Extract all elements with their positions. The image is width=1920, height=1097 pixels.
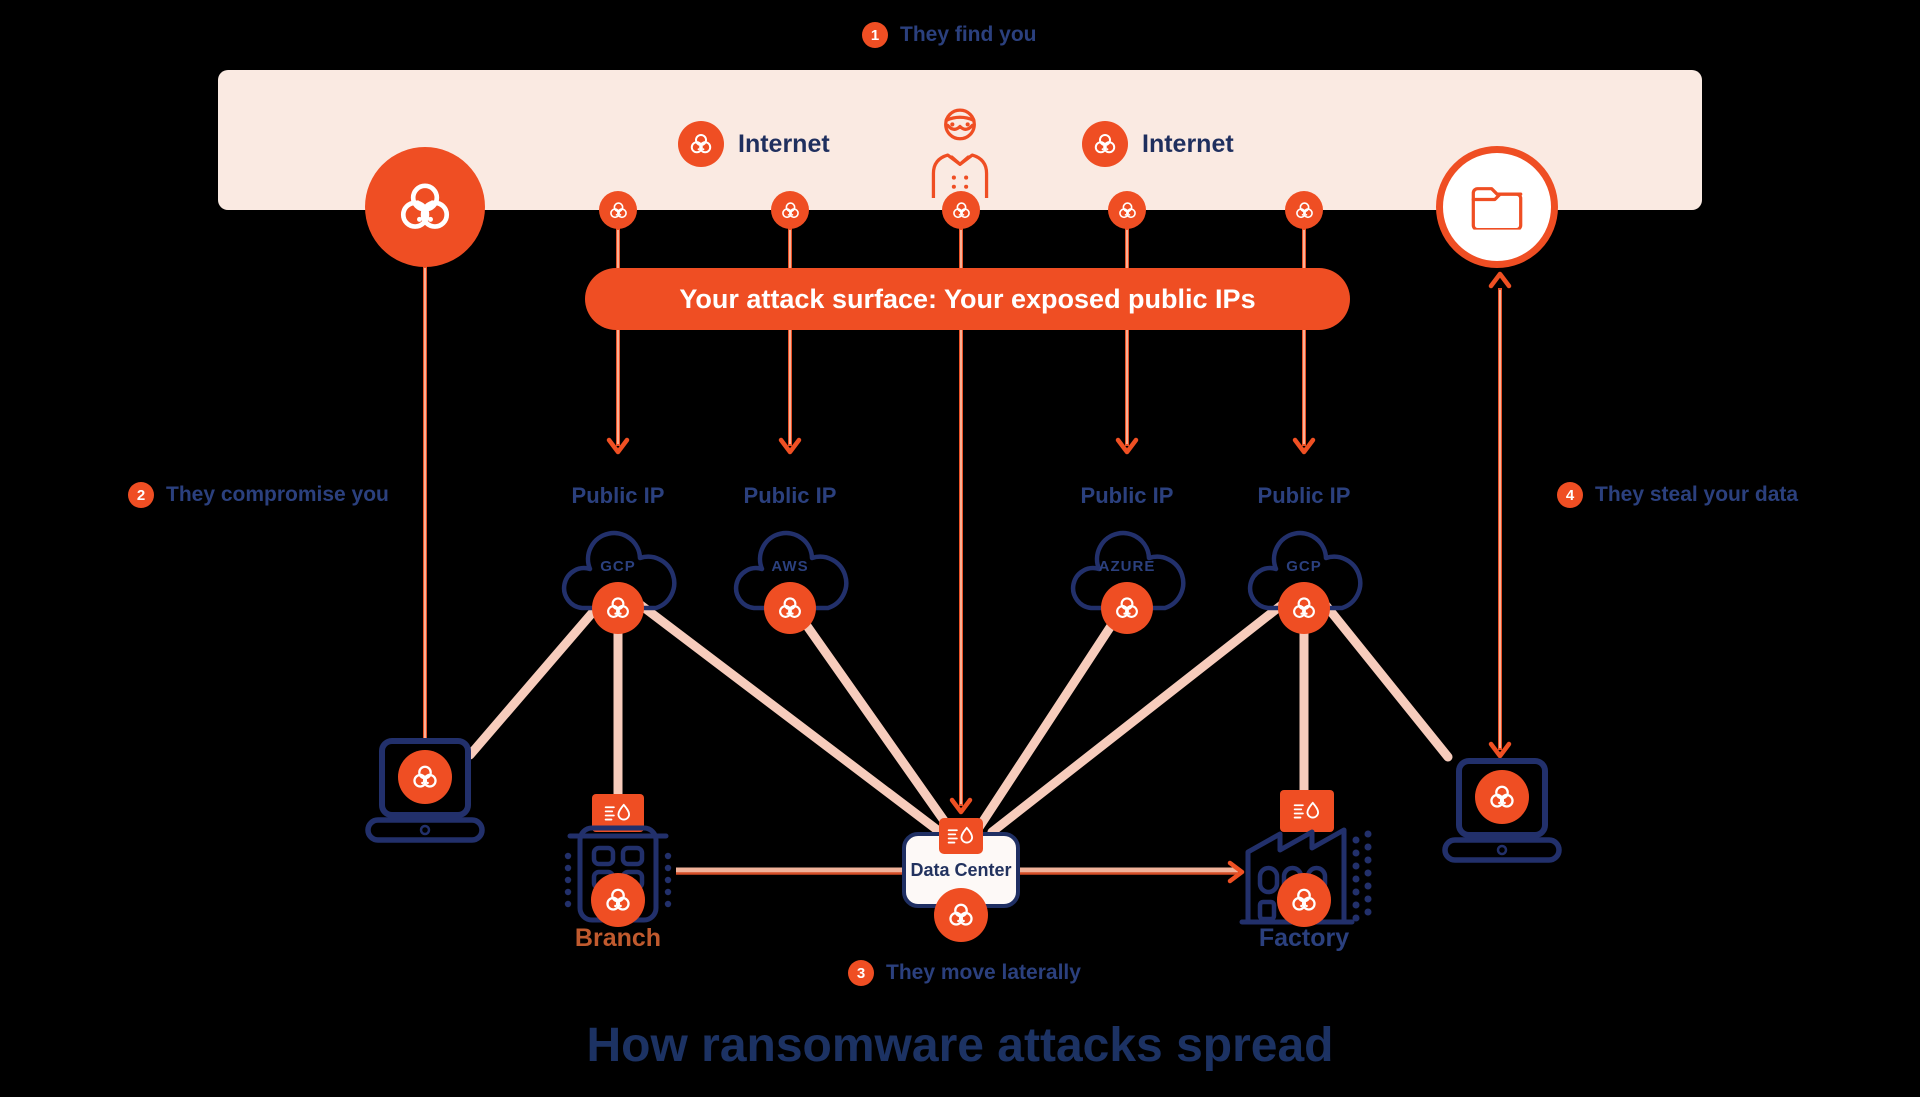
doc-flame-badge-icon bbox=[939, 818, 983, 854]
laptop-icon bbox=[1442, 758, 1562, 863]
internet-right: Internet bbox=[1082, 121, 1234, 167]
cloud-provider-label: AZURE bbox=[1098, 558, 1156, 575]
step-2-text: They compromise you bbox=[166, 483, 389, 506]
biohazard-icon bbox=[599, 191, 637, 229]
cloud-provider-label: GCP bbox=[600, 558, 636, 575]
internet-right-label: Internet bbox=[1142, 129, 1234, 158]
step-3-number-badge: 3 bbox=[848, 960, 874, 986]
biohazard-icon bbox=[678, 121, 724, 167]
step-3-label: 3 They move laterally bbox=[848, 960, 1081, 986]
attacker-biohazard-icon bbox=[365, 147, 485, 267]
step-1-text: They find you bbox=[900, 23, 1037, 46]
step-4-number-badge: 4 bbox=[1557, 482, 1583, 508]
biohazard-icon bbox=[1108, 191, 1146, 229]
biohazard-icon bbox=[1101, 582, 1153, 634]
branch-building-icon bbox=[564, 794, 672, 927]
step-1-label: 1 They find you bbox=[862, 22, 1037, 48]
biohazard-icon bbox=[934, 888, 988, 942]
internet-left: Internet bbox=[678, 121, 830, 167]
public-ip-label-2: Public IP bbox=[743, 483, 837, 508]
scan-lines bbox=[423, 228, 1502, 806]
factory-label: Factory bbox=[1258, 924, 1350, 952]
arrowheads bbox=[606, 271, 1512, 884]
biohazard-icon bbox=[1278, 582, 1330, 634]
public-ip-label-1: Public IP bbox=[571, 483, 665, 508]
step-3-text: They move laterally bbox=[886, 961, 1081, 984]
step-4-label: 4 They steal your data bbox=[1557, 482, 1798, 508]
cloud-gcp-1: GCP bbox=[550, 516, 686, 634]
biohazard-icon bbox=[1082, 121, 1128, 167]
public-ip-label-4: Public IP bbox=[1257, 483, 1351, 508]
attack-surface-text: Your attack surface: Your exposed public… bbox=[679, 283, 1256, 314]
cloud-provider-label: GCP bbox=[1286, 558, 1322, 575]
cloud-gcp-2: GCP bbox=[1236, 516, 1372, 634]
internet-left-label: Internet bbox=[738, 129, 830, 158]
hacker-icon bbox=[924, 104, 996, 198]
biohazard-icon bbox=[771, 191, 809, 229]
laptop-icon bbox=[365, 738, 485, 843]
biohazard-icon bbox=[764, 582, 816, 634]
public-ip-label-3: Public IP bbox=[1080, 483, 1174, 508]
biohazard-icon bbox=[1285, 191, 1323, 229]
cloud-spread-lines bbox=[465, 593, 1453, 837]
biohazard-icon bbox=[592, 582, 644, 634]
factory-building-icon bbox=[1239, 790, 1372, 927]
stolen-data-folder-icon bbox=[1436, 146, 1558, 268]
attack-surface-pill: Your attack surface: Your exposed public… bbox=[585, 268, 1350, 330]
step-2-label: 2 They compromise you bbox=[128, 482, 389, 508]
branch-label: Branch bbox=[574, 924, 662, 952]
cloud-provider-label: AWS bbox=[771, 558, 809, 575]
cloud-aws: AWS bbox=[722, 516, 858, 634]
page-title: How ransomware attacks spread bbox=[586, 1019, 1334, 1072]
step-2-number-badge: 2 bbox=[128, 482, 154, 508]
step-1-number-badge: 1 bbox=[862, 22, 888, 48]
data-center-label: Data Center bbox=[910, 859, 1012, 880]
step-4-text: They steal your data bbox=[1595, 483, 1799, 506]
biohazard-icon bbox=[942, 191, 980, 229]
cloud-azure: AZURE bbox=[1059, 516, 1195, 634]
